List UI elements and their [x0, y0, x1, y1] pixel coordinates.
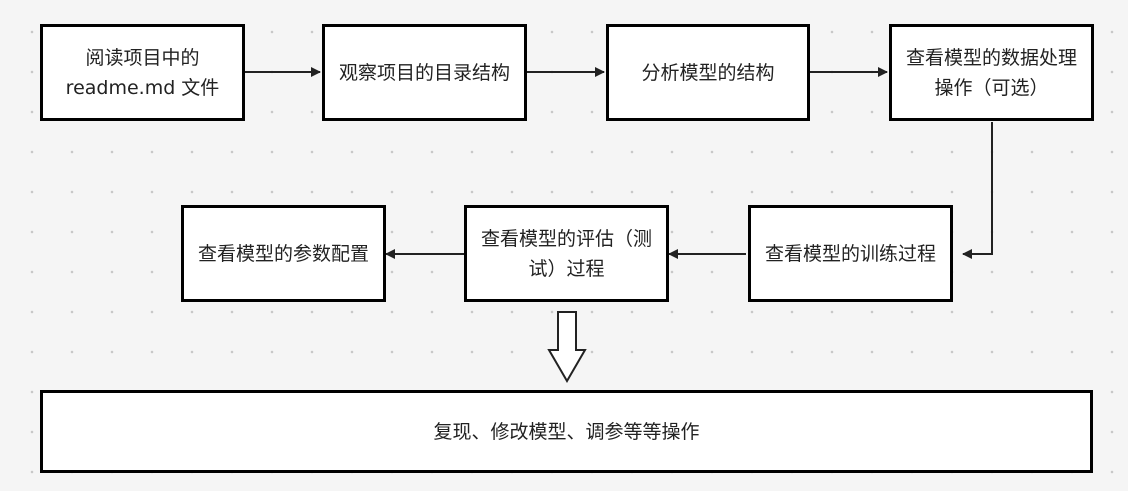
step-label: 查看模型的评估（测试）过程: [480, 227, 652, 280]
step-read-readme: 阅读项目中的readme.md 文件: [40, 24, 245, 121]
step-data-processing: 查看模型的数据处理操作（可选）: [889, 24, 1094, 121]
step-label: 复现、修改模型、调参等等操作: [433, 420, 700, 443]
step-observe-structure: 观察项目的目录结构: [322, 24, 527, 121]
step-label: 分析模型的结构: [641, 61, 775, 84]
step-label: 查看模型的参数配置: [197, 242, 369, 265]
step-label: 查看模型的数据处理操作（可选）: [905, 46, 1077, 99]
step-label: 阅读项目中的readme.md 文件: [65, 46, 220, 99]
step-training: 查看模型的训练过程: [748, 205, 953, 302]
step-label: 查看模型的训练过程: [764, 242, 936, 265]
step-evaluation: 查看模型的评估（测试）过程: [464, 205, 669, 302]
arrow-dataprocessing-to-training: [962, 122, 993, 259]
step-analyze-model: 分析模型的结构: [606, 24, 810, 121]
step-label: 观察项目的目录结构: [338, 61, 510, 84]
hollow-down-arrow: [547, 311, 587, 383]
step-reproduce: 复现、修改模型、调参等等操作: [40, 390, 1093, 473]
step-parameters: 查看模型的参数配置: [181, 205, 386, 302]
